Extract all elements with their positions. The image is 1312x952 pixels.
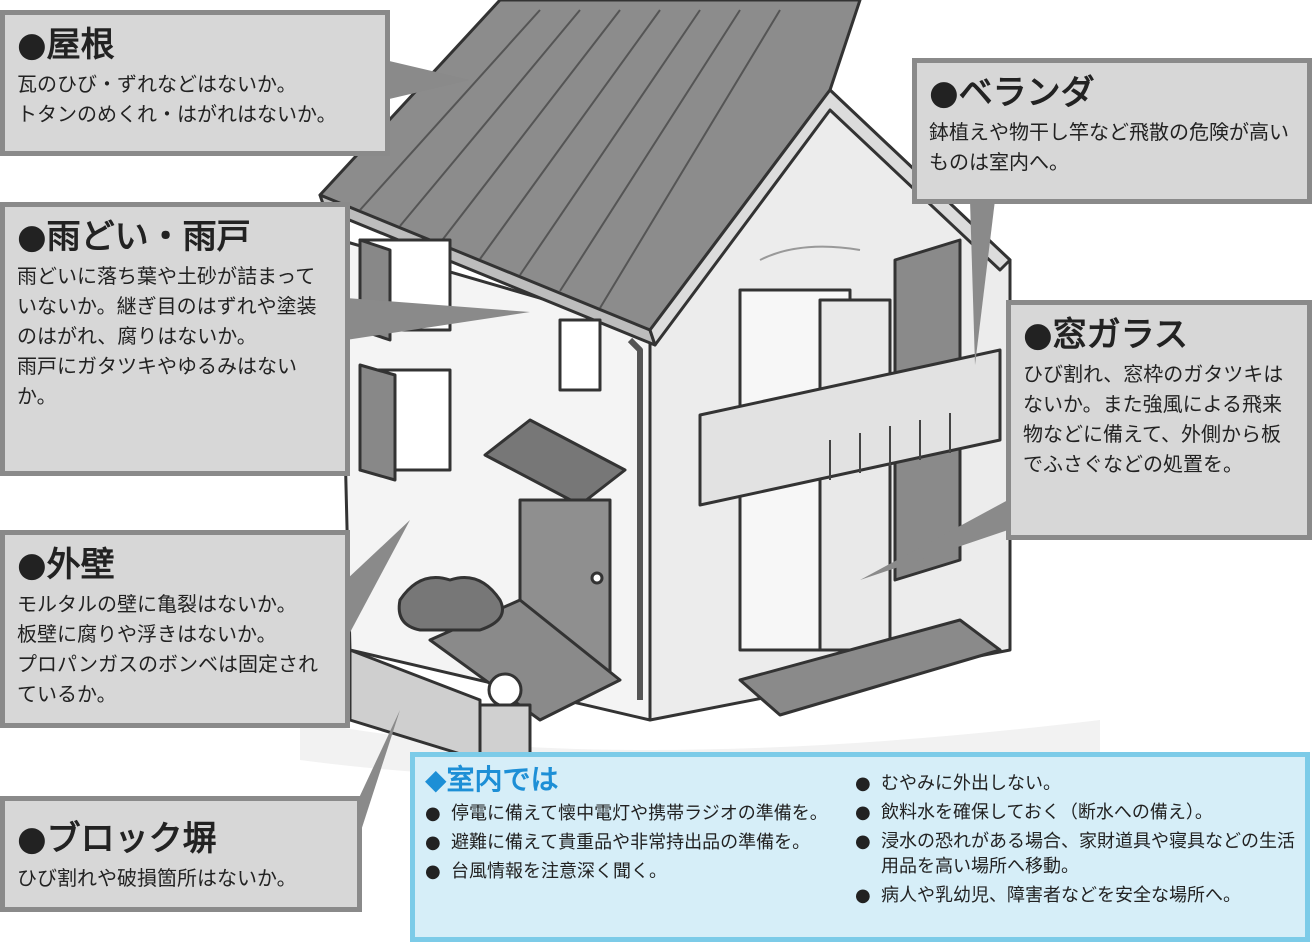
wall-line-2: 板壁に腐りや浮きはないか。 [17, 622, 277, 646]
list-item: ●病人や乳幼児、障害者などを安全な場所へ。 [855, 885, 1241, 906]
list-item: ●飲料水を確保しておく（断水への備え）。 [855, 802, 1213, 823]
bullet-icon: ● [855, 831, 871, 852]
indoor-left-list: ●停電に備えて懐中電灯や携帯ラジオの準備を。 ●避難に備えて貴重品や非常持出品の… [425, 801, 845, 888]
indoor-tips-box: ◆室内では ●停電に備えて懐中電灯や携帯ラジオの準備を。 ●避難に備えて貴重品や… [410, 752, 1310, 942]
wall-line-3: プロパンガスのボンベは固定されているか。 [17, 652, 318, 706]
roof-line-1: 瓦のひび・ずれなどはないか。 [17, 72, 297, 96]
entrance-canopy [483, 418, 627, 507]
downspout [627, 337, 643, 700]
roof-callout: ●屋根 瓦のひび・ずれなどはないか。 トタンのめくれ・はがれはないか。 [0, 10, 390, 156]
bullet-icon: ● [855, 802, 871, 823]
bullet-icon: ● [425, 803, 441, 824]
bullet-icon: ● [855, 885, 871, 906]
list-item: ●浸水の恐れがある場合、家財道具や寝具などの生活用品を高い場所へ移動。 [855, 831, 1295, 877]
bullet-icon: ● [425, 861, 441, 882]
indoor-right-list: ●むやみに外出しない。 ●飲料水を確保しておく（断水への備え）。 ●浸水の恐れが… [855, 771, 1295, 912]
window-glass-callout: ●窓ガラス ひび割れ、窓枠のガタツキはないか。また強風による飛来物などに備えて、… [1006, 300, 1312, 540]
roof-line-2: トタンのめくれ・はがれはないか。 [17, 102, 337, 126]
roof-title: ●屋根 [17, 25, 115, 65]
wall-title: ●外壁 [17, 545, 115, 585]
indoor-title: ◆室内では [425, 763, 559, 796]
block-wall-callout: ●ブロック塀 ひび割れや破損箇所はないか。 [0, 796, 362, 912]
block-title: ●ブロック塀 [17, 819, 217, 859]
veranda-line-1: 鉢植えや物干し竿など飛散の危険が高いものは室内へ。 [929, 120, 1289, 174]
list-item: ●台風情報を注意深く聞く。 [425, 861, 667, 882]
gutter-callout: ●雨どい・雨戸 雨どいに落ち葉や土砂が詰まっていないか。継ぎ目のはずれや塗装のは… [0, 202, 350, 476]
list-item: ●むやみに外出しない。 [855, 773, 1061, 794]
wall-line-1: モルタルの壁に亀裂はないか。 [17, 592, 297, 616]
list-item: ●避難に備えて貴重品や非常持出品の準備を。 [425, 832, 811, 853]
gutter-line-2: 雨戸にガタツキやゆるみはないか。 [17, 354, 297, 408]
balcony [698, 348, 1002, 507]
gutter-line-1: 雨どいに落ち葉や土砂が詰まっていないか。継ぎ目のはずれや塗装のはがれ、腐りはない… [17, 264, 317, 348]
window-title: ●窓ガラス [1023, 315, 1188, 355]
veranda-title: ●ベランダ [929, 73, 1095, 113]
bullet-icon: ● [425, 832, 441, 853]
list-item: ●停電に備えて懐中電灯や携帯ラジオの準備を。 [425, 803, 828, 824]
wall-callout: ●外壁 モルタルの壁に亀裂はないか。 板壁に腐りや浮きはないか。 プロパンガスの… [0, 530, 350, 728]
block-line-1: ひび割れや破損箇所はないか。 [17, 866, 297, 890]
gutter-title: ●雨どい・雨戸 [17, 217, 251, 257]
window-line-1: ひび割れ、窓枠のガタツキはないか。また強風による飛来物などに備えて、外側から板で… [1023, 362, 1284, 476]
bullet-icon: ● [855, 773, 871, 794]
veranda-callout: ●ベランダ 鉢植えや物干し竿など飛散の危険が高いものは室内へ。 [912, 58, 1312, 204]
